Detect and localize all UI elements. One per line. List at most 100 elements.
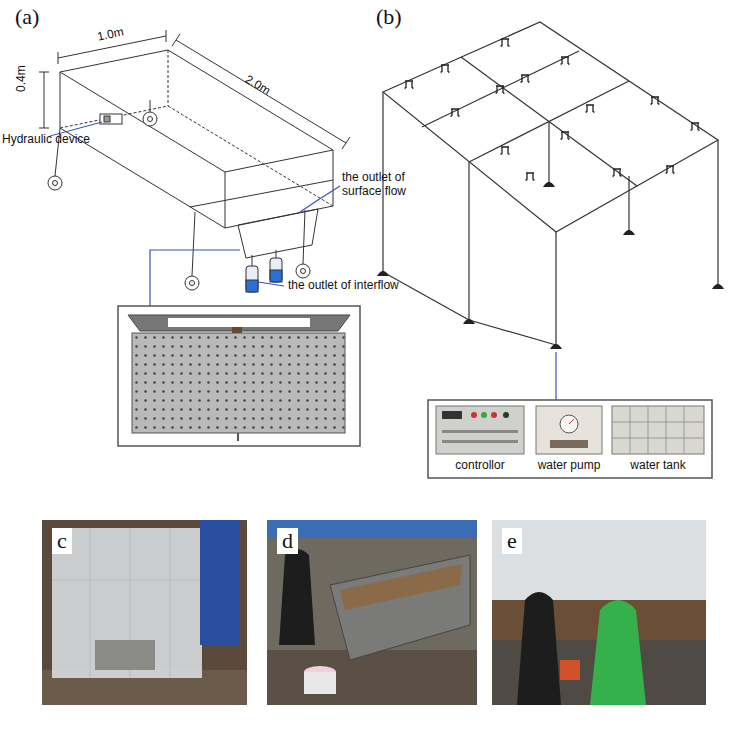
feet-part [377, 271, 389, 276]
hydraulic-device-part [100, 114, 122, 124]
photo-c-part [95, 640, 155, 670]
outlet-inset-part [132, 333, 345, 433]
photo-e-part [492, 520, 706, 705]
equipment-inset-part [436, 406, 524, 454]
wheels-part [301, 269, 306, 274]
dimension-lines-part [39, 128, 49, 129]
sample-bottles [246, 250, 282, 292]
dimension-label: 1.0m [96, 24, 125, 44]
part-label: the outlet of surface flow [342, 170, 442, 199]
panel-letter: (b) [376, 4, 402, 30]
photo-e-part [560, 660, 580, 680]
photo-d [267, 520, 477, 705]
rain-frame-part [469, 320, 556, 345]
sprinkler-nozzles-part [561, 57, 570, 64]
photo-e-part [590, 600, 646, 705]
sample-bottles-part [252, 255, 253, 266]
flume-tank-part [333, 150, 334, 206]
wheels-part [148, 117, 153, 122]
part-label: Hydraulic device [2, 132, 90, 146]
wheels-part [48, 176, 62, 190]
dimension-lines-part [176, 40, 346, 143]
photo-caption: water pump [536, 458, 602, 472]
wheels [48, 100, 310, 290]
equipment-inset-part [612, 406, 704, 454]
leader-lines [555, 352, 556, 400]
panel-letter: e [502, 528, 522, 554]
photo-e [492, 520, 706, 705]
photo-d-part [267, 650, 477, 705]
dimension-lines [39, 30, 350, 149]
photo-c-part [42, 520, 247, 705]
photo-c-part [52, 528, 202, 678]
sprinkler-nozzles-part [586, 105, 595, 112]
wheels-part [143, 112, 157, 126]
flume-tank-part [60, 72, 61, 128]
sample-bottles-part [246, 280, 258, 292]
photo-d-part [267, 520, 477, 705]
feet-part [543, 182, 555, 187]
panel-letter: d [277, 528, 298, 554]
flume-tank [60, 50, 333, 258]
dimension-lines-part [172, 34, 180, 46]
sprinkler-nozzles-part [405, 81, 414, 88]
flume-tank-part [60, 50, 333, 172]
hydraulic-device-part [104, 116, 110, 122]
equipment-inset-part [442, 411, 462, 419]
wheels-part [192, 212, 195, 276]
photo-panel: d [267, 520, 477, 705]
feet-part [463, 319, 475, 324]
sprinkler-nozzles-part [561, 132, 570, 139]
feet [377, 182, 724, 349]
rain-frame-part [717, 140, 718, 285]
outlet-inset-part [118, 306, 360, 446]
equipment-photo: water pump [536, 406, 602, 472]
equipment-photo: controllor [436, 406, 524, 472]
equipment-inset-part [471, 412, 477, 418]
wheels-part [53, 181, 58, 186]
sprinkler-nozzles-part [501, 39, 510, 46]
sample-bottles-part [246, 266, 258, 292]
sprinkler-nozzles-part [666, 166, 675, 173]
dimension-lines-part [39, 72, 49, 73]
wheels-part [296, 264, 310, 278]
leader-lines-part [150, 250, 240, 306]
flume-tank-part [238, 209, 318, 258]
equipment-inset-part [491, 412, 497, 418]
flume-tank-part [168, 106, 333, 206]
rain-frame-part [461, 57, 637, 186]
equipment-inset-part [442, 440, 518, 443]
panel-letter: (a) [15, 4, 39, 30]
equipment-inset-part [503, 412, 509, 418]
sprinkler-nozzles-part [501, 147, 510, 154]
equipment-inset-part [481, 412, 487, 418]
outlet-inset [118, 306, 360, 446]
dimension-label: 0.4m [14, 65, 28, 92]
photo-c-part [52, 528, 202, 678]
feet-part [712, 284, 724, 289]
photo-d-part [267, 520, 477, 538]
photo-c-part [200, 520, 240, 645]
wheels-part [185, 276, 199, 290]
outlet-inset-part [237, 433, 239, 441]
equipment-inset-part [428, 400, 712, 478]
sample-bottles-part [276, 250, 277, 258]
sprinkler-nozzles-part [441, 65, 450, 72]
flume-tank-part [190, 180, 333, 207]
rain-frame-part [422, 51, 579, 127]
wheels-part [303, 210, 305, 264]
dimension-label: 2.0m [243, 72, 273, 98]
equipment-inset-part [536, 406, 602, 454]
rain-frame-part [555, 232, 556, 345]
sprinkler-nozzles-part [521, 75, 530, 82]
leader-lines-part [300, 186, 340, 212]
panel-letter: c [52, 528, 72, 554]
sprinkler-nozzles-part [496, 86, 505, 93]
outlet-inset-part [168, 318, 310, 327]
flume-tank-part [168, 50, 169, 106]
photo-e-part [517, 592, 561, 705]
rain-frame-part [548, 121, 549, 183]
feet-part [550, 344, 562, 349]
photo-panel: c [42, 520, 247, 705]
